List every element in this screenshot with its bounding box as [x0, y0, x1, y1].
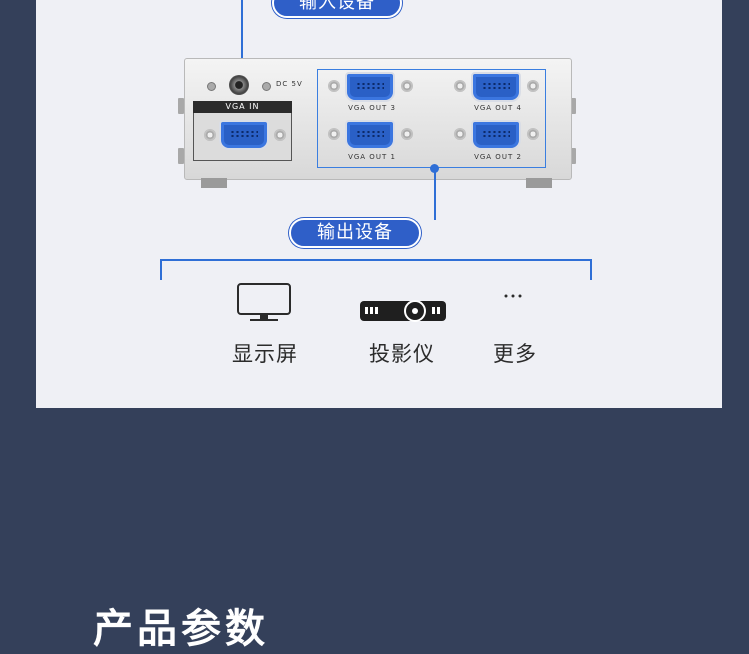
screw-icon — [454, 80, 466, 92]
vga-out-4-port-icon — [471, 72, 521, 102]
device-ear — [570, 148, 576, 164]
vga-out-2-label: VGA OUT 2 — [474, 153, 522, 161]
dc-jack-icon — [229, 75, 249, 95]
device-ear — [178, 148, 184, 164]
output-connector-line — [434, 168, 436, 220]
screw-icon — [401, 128, 413, 140]
screw-icon — [527, 80, 539, 92]
device-foot — [201, 178, 227, 188]
vga-out-2-port-icon — [471, 120, 521, 150]
vga-in-label: VGA IN — [193, 101, 292, 113]
vga-out-1-label: VGA OUT 1 — [348, 153, 396, 161]
screw-icon — [328, 128, 340, 140]
device-ear — [570, 98, 576, 114]
dc-label: DC 5V — [276, 80, 303, 88]
output-bracket-left — [160, 259, 162, 280]
vga-out-3-label: VGA OUT 3 — [348, 104, 396, 112]
screw-icon — [204, 129, 216, 141]
monitor-label: 显示屏 — [232, 342, 298, 366]
led-icon — [207, 82, 216, 91]
projector-label: 投影仪 — [369, 342, 435, 366]
device-ear — [178, 98, 184, 114]
vga-in-port-icon — [219, 120, 269, 150]
screw-icon — [401, 80, 413, 92]
device-foot — [526, 178, 552, 188]
monitor-icon — [237, 283, 291, 321]
vga-out-4-label: VGA OUT 4 — [474, 104, 522, 112]
projector-icon — [360, 300, 446, 322]
output-bracket-right — [590, 259, 592, 280]
screw-icon — [527, 128, 539, 140]
screw-icon — [274, 129, 286, 141]
screw-icon — [454, 128, 466, 140]
more-label: 更多 — [493, 342, 537, 366]
section-title: 产品参数 — [93, 606, 269, 652]
vga-out-1-port-icon — [345, 120, 395, 150]
more-icon — [504, 294, 522, 298]
screw-icon — [328, 80, 340, 92]
output-device-label: 输出设备 — [289, 218, 421, 248]
input-device-label: 输入设备 — [272, 0, 402, 18]
vga-out-3-port-icon — [345, 72, 395, 102]
led-icon — [262, 82, 271, 91]
output-bracket — [160, 259, 592, 261]
